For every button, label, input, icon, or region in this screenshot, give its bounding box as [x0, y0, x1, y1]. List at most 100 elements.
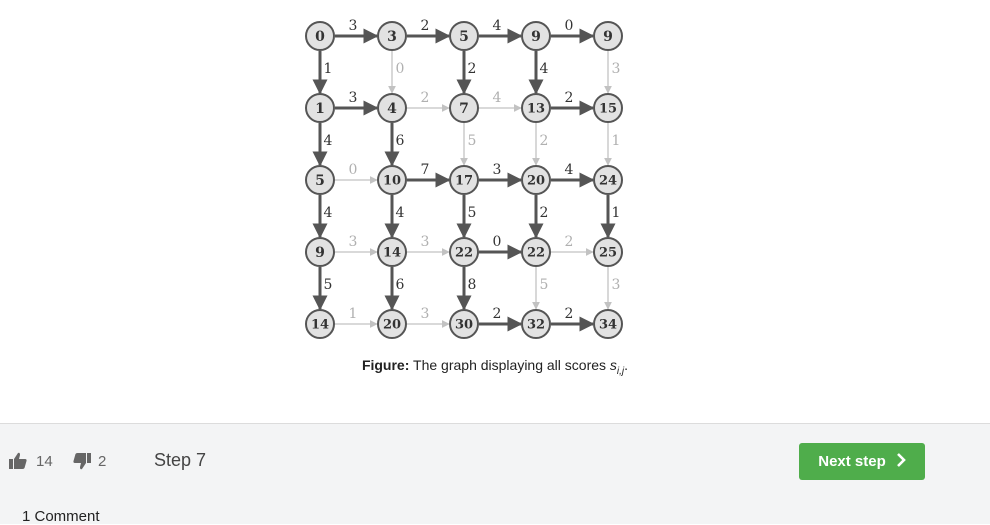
- next-step-label: Next step: [818, 453, 886, 470]
- node-score: 13: [527, 102, 545, 117]
- node-circle: [521, 165, 551, 195]
- caption-text: The graph displaying all scores: [413, 357, 610, 373]
- graph-node-1-1: 4: [377, 93, 407, 123]
- node-score: 22: [527, 246, 545, 261]
- upvote-button[interactable]: 14: [8, 451, 53, 471]
- node-circle: [305, 309, 335, 339]
- graph-node-4-2: 30: [449, 309, 479, 339]
- node-score: 30: [455, 318, 473, 333]
- node-circle: [449, 165, 479, 195]
- node-circle: [521, 93, 551, 123]
- caption-variable: s: [609, 357, 617, 373]
- node-score: 3: [387, 29, 397, 45]
- graph-node-3-0: 9: [305, 237, 335, 267]
- edge-weight-down-2-1: 4: [396, 205, 405, 221]
- graph-node-1-0: 1: [305, 93, 335, 123]
- step-footer: 14 2 Step 7 Next step 1 Comment: [0, 423, 990, 525]
- graph-node-0-3: 9: [521, 21, 551, 51]
- node-score: 0: [315, 29, 325, 45]
- node-circle: [521, 309, 551, 339]
- node-circle: [449, 21, 479, 51]
- downvote-button[interactable]: 2: [72, 451, 106, 471]
- edge-weight-right-1-3: 2: [565, 90, 574, 106]
- edge-weight-right-1-1: 2: [421, 90, 430, 106]
- node-circle: [449, 309, 479, 339]
- node-circle: [593, 93, 623, 123]
- graph-node-2-0: 5: [305, 165, 335, 195]
- edge-weight-right-1-2: 4: [493, 90, 502, 106]
- edge-weight-right-3-1: 3: [421, 234, 430, 250]
- graph-node-1-4: 15: [593, 93, 623, 123]
- node-score: 7: [459, 101, 469, 117]
- caption-end: .: [624, 357, 629, 373]
- edge-weight-down-1-4: 1: [612, 133, 621, 149]
- node-score: 4: [387, 101, 397, 117]
- node-score: 5: [459, 29, 469, 45]
- node-score: 32: [527, 318, 545, 333]
- edge-weight-right-3-0: 3: [349, 234, 358, 250]
- edge-weight-right-3-2: 0: [493, 234, 502, 250]
- graph-node-3-3: 22: [521, 237, 551, 267]
- next-step-button[interactable]: Next step: [799, 443, 925, 480]
- edge-weight-right-4-1: 3: [421, 306, 430, 322]
- node-circle: [521, 237, 551, 267]
- edge-weight-right-0-3: 0: [565, 18, 574, 34]
- caption-prefix: Figure:: [361, 357, 410, 373]
- edge-weight-right-2-2: 3: [493, 162, 502, 178]
- graph-node-2-1: 10: [377, 165, 407, 195]
- node-circle: [305, 93, 335, 123]
- edge-weight-down-1-1: 6: [396, 133, 405, 149]
- graph-node-3-4: 25: [593, 237, 623, 267]
- edge-weight-down-3-2: 8: [468, 277, 477, 293]
- figure-caption: Figure: The graph displaying all scores …: [0, 357, 990, 377]
- node-score: 15: [599, 102, 617, 117]
- edge-weight-down-2-4: 1: [612, 205, 621, 221]
- node-circle: [593, 237, 623, 267]
- edge-weight-down-2-2: 5: [468, 205, 477, 221]
- graph-node-3-2: 22: [449, 237, 479, 267]
- graph-node-0-4: 9: [593, 21, 623, 51]
- node-circle: [521, 21, 551, 51]
- graph-node-3-1: 14: [377, 237, 407, 267]
- node-circle: [377, 21, 407, 51]
- node-score: 22: [455, 246, 473, 261]
- edge-weight-down-3-3: 5: [540, 277, 549, 293]
- step-label: Step 7: [154, 450, 207, 470]
- edge-weight-down-1-2: 5: [468, 133, 477, 149]
- edge-weight-down-0-0: 1: [324, 61, 333, 77]
- edge-weight-right-2-0: 0: [349, 162, 358, 178]
- downvote-count: 2: [98, 452, 107, 470]
- chevron-right-icon: [896, 452, 906, 472]
- edge-weight-right-2-3: 4: [565, 162, 574, 178]
- node-score: 5: [315, 173, 325, 189]
- node-circle: [305, 237, 335, 267]
- graph-node-1-3: 13: [521, 93, 551, 123]
- edge-weight-down-0-1: 0: [396, 61, 405, 77]
- node-circle: [305, 21, 335, 51]
- node-circle: [377, 309, 407, 339]
- node-score: 1: [315, 101, 325, 117]
- edge-weight-right-0-2: 4: [493, 18, 502, 34]
- graph-node-4-4: 34: [593, 309, 623, 339]
- node-circle: [449, 93, 479, 123]
- node-score: 9: [603, 29, 613, 45]
- node-circle: [377, 165, 407, 195]
- edge-weight-right-4-0: 1: [349, 306, 358, 322]
- graph-node-4-0: 14: [305, 309, 335, 339]
- graph-node-2-2: 17: [449, 165, 479, 195]
- edge-weight-down-0-2: 2: [468, 61, 477, 77]
- node-score: 10: [383, 174, 401, 189]
- edge-weight-right-2-1: 7: [421, 162, 430, 178]
- comments-link[interactable]: 1 Comment: [22, 508, 100, 525]
- graph-node-0-0: 0: [305, 21, 335, 51]
- graph-node-1-2: 7: [449, 93, 479, 123]
- node-score: 20: [383, 318, 401, 333]
- edge-weight-right-3-3: 2: [565, 234, 574, 250]
- edge-weight-down-2-0: 4: [324, 205, 333, 221]
- node-score: 34: [599, 318, 617, 333]
- edge-weight-down-3-1: 6: [396, 277, 405, 293]
- edge-weight-down-3-0: 5: [324, 277, 333, 293]
- node-score: 20: [527, 174, 545, 189]
- node-circle: [377, 237, 407, 267]
- node-score: 14: [311, 318, 329, 333]
